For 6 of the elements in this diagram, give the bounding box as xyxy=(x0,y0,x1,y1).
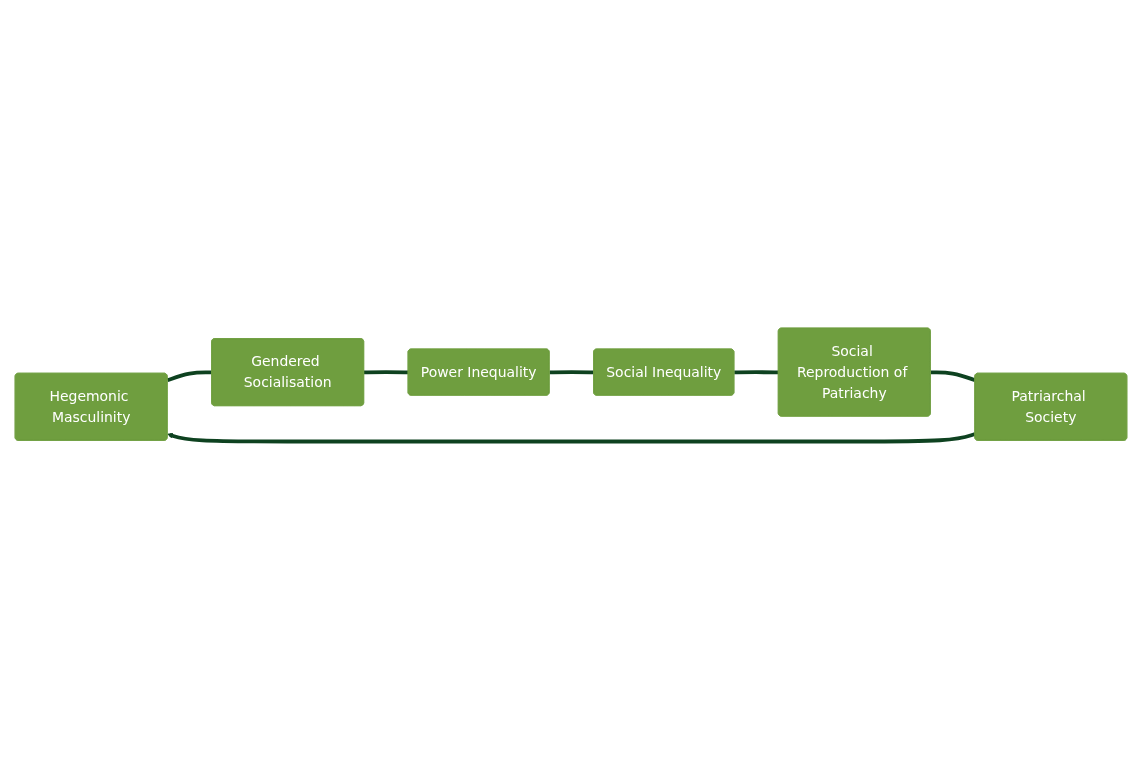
connector xyxy=(930,370,976,382)
connector xyxy=(549,370,594,375)
arrow xyxy=(167,431,976,444)
connector xyxy=(166,370,212,382)
connector xyxy=(364,370,409,375)
connector xyxy=(734,370,779,375)
